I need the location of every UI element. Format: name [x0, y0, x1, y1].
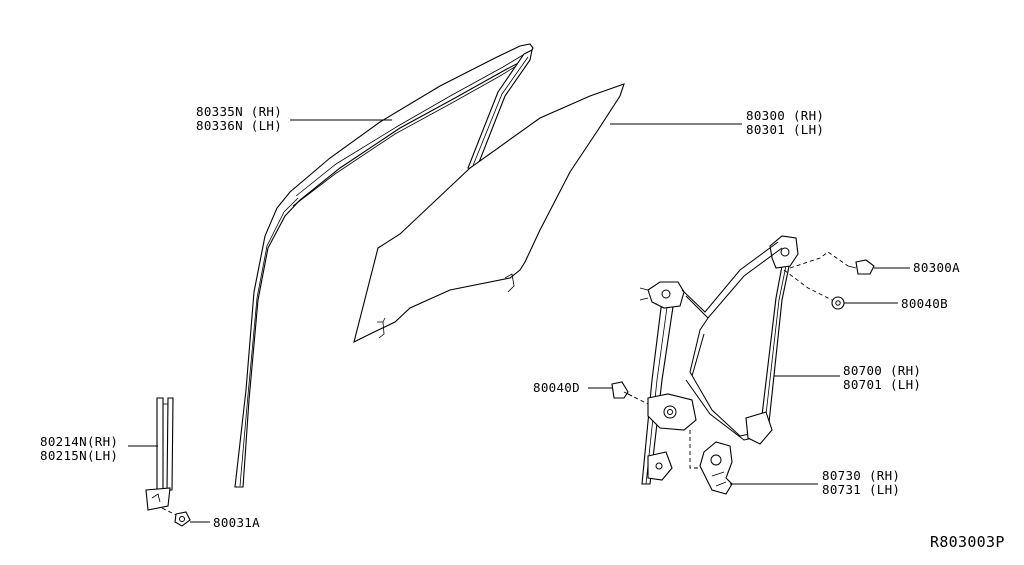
label-glass-rh: 80300 (RH) [746, 108, 824, 123]
label-sash-lh: 80336N (LH) [196, 118, 282, 133]
label-sash-rh: 80335N (RH) [196, 104, 282, 119]
label-motor: 80730 (RH) 80731 (LH) [822, 468, 900, 497]
door-sash-part [234, 43, 534, 488]
label-glass-lh: 80301 (LH) [746, 122, 824, 137]
label-rear-channel: 80214N(RH) 80215N(LH) [40, 434, 118, 463]
label-rear-channel-lh: 80215N(LH) [40, 448, 118, 463]
bolt-d-part [611, 381, 649, 405]
diagram-code: R803003P [930, 533, 1005, 551]
label-motor-rh: 80730 (RH) [822, 468, 900, 483]
bolt-a-part [789, 251, 875, 275]
label-screw-a: 80031A [213, 515, 260, 530]
rear-lower-channel-part [145, 397, 174, 511]
regulator-motor-part [689, 430, 733, 495]
label-rear-channel-rh: 80214N(RH) [40, 434, 118, 449]
label-sash: 80335N (RH) 80336N (LH) [196, 104, 282, 133]
label-regulator: 80700 (RH) 80701 (LH) [843, 363, 921, 392]
window-regulator-part [639, 235, 799, 485]
label-regulator-rh: 80700 (RH) [843, 363, 921, 378]
label-bolt-d: 80040D [533, 380, 580, 395]
label-regulator-lh: 80701 (LH) [843, 377, 921, 392]
label-clip-b: 80040B [901, 296, 948, 311]
clip-b-part [783, 269, 845, 310]
label-glass: 80300 (RH) 80301 (LH) [746, 108, 824, 137]
label-motor-lh: 80731 (LH) [822, 482, 900, 497]
leader-lines [128, 119, 910, 523]
screw-part [161, 507, 191, 527]
door-glass-part [353, 83, 625, 344]
label-bolt-a: 80300A [913, 260, 960, 275]
